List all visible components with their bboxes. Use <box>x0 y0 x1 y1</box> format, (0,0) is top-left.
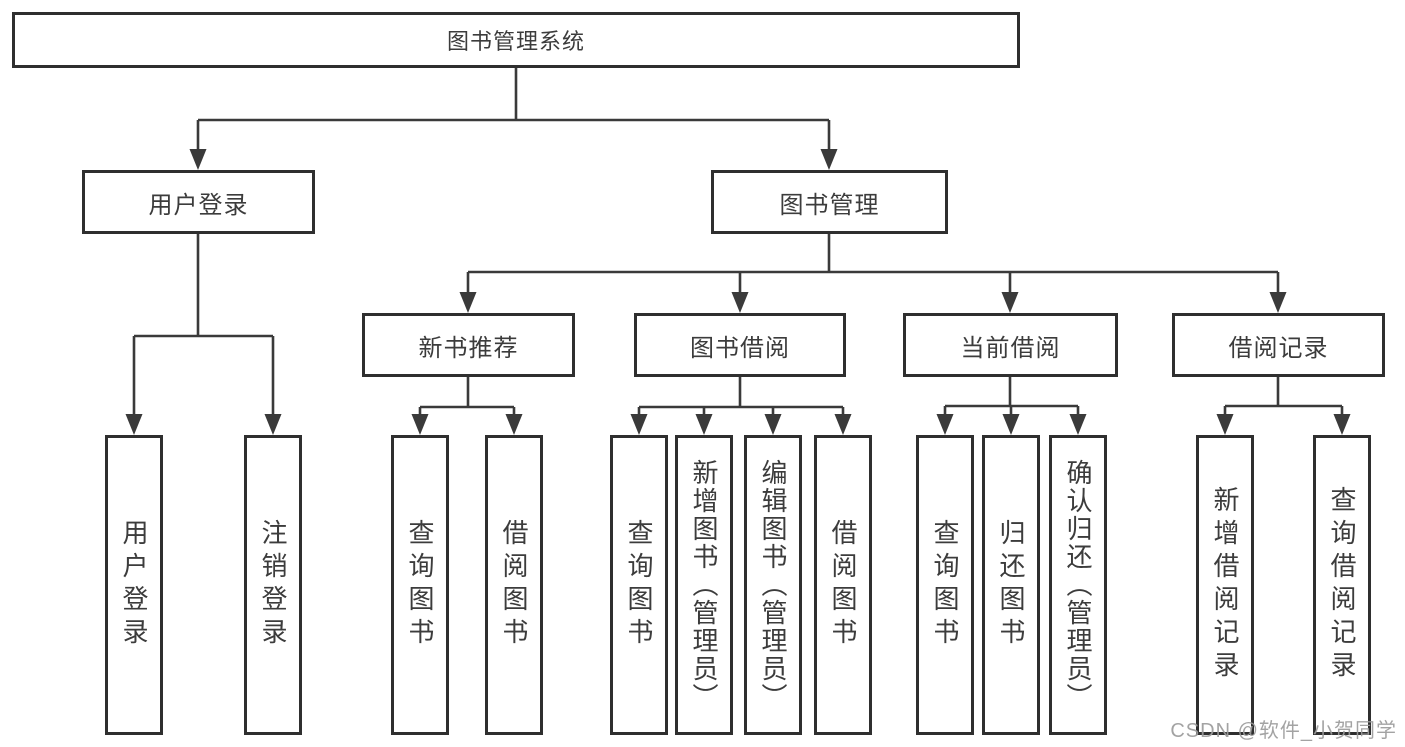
node-label: 用户登录 <box>148 191 249 219</box>
node-label: 确认归还（管理员） <box>1063 459 1093 711</box>
node-label: 新增图书（管理员） <box>689 459 719 711</box>
node-user-login: 用户登录 <box>82 170 315 234</box>
node-label: 图书借阅 <box>690 334 790 362</box>
node-label: 借阅图书 <box>828 519 858 651</box>
node-book-management: 图书管理 <box>711 170 948 234</box>
node-borrowing-records: 借阅记录 <box>1172 313 1385 377</box>
node-label: 图书管理系统 <box>446 29 585 54</box>
node-new-book-recommendation: 新书推荐 <box>362 313 575 377</box>
node-borrow-books-recommend: 借阅图书 <box>485 435 543 735</box>
node-query-books-current: 查询图书 <box>916 435 974 735</box>
node-label: 归还图书 <box>996 519 1026 651</box>
node-confirm-return-admin: 确认归还（管理员） <box>1049 435 1107 735</box>
node-query-books-recommend: 查询图书 <box>391 435 449 735</box>
node-label: 当前借阅 <box>960 334 1061 362</box>
node-add-books-admin: 新增图书（管理员） <box>675 435 733 735</box>
node-label: 新增借阅记录 <box>1210 486 1240 684</box>
node-label: 借阅图书 <box>499 519 529 651</box>
node-current-borrowing: 当前借阅 <box>903 313 1118 377</box>
node-label: 查询借阅记录 <box>1327 486 1357 684</box>
node-user-login-action: 用户登录 <box>105 435 163 735</box>
node-label: 借阅记录 <box>1228 334 1329 362</box>
node-library-system: 图书管理系统 <box>12 12 1020 68</box>
node-label: 用户登录 <box>119 519 149 651</box>
node-label: 查询图书 <box>624 519 654 651</box>
node-label: 编辑图书（管理员） <box>758 459 788 711</box>
node-label: 注销登录 <box>258 519 288 651</box>
node-label: 图书管理 <box>779 191 880 219</box>
node-book-borrowing: 图书借阅 <box>634 313 846 377</box>
node-label: 查询图书 <box>405 519 435 651</box>
node-label: 查询图书 <box>930 519 960 651</box>
node-edit-books-admin: 编辑图书（管理员） <box>744 435 802 735</box>
node-query-borrow-record: 查询借阅记录 <box>1313 435 1371 735</box>
node-borrow-books: 借阅图书 <box>814 435 872 735</box>
node-logout: 注销登录 <box>244 435 302 735</box>
csdn-watermark: CSDN @软件_小贺同学 <box>1170 720 1397 742</box>
node-add-borrow-record: 新增借阅记录 <box>1196 435 1254 735</box>
node-return-books: 归还图书 <box>982 435 1040 735</box>
node-label: 新书推荐 <box>418 334 519 362</box>
node-query-books-borrowing: 查询图书 <box>610 435 668 735</box>
